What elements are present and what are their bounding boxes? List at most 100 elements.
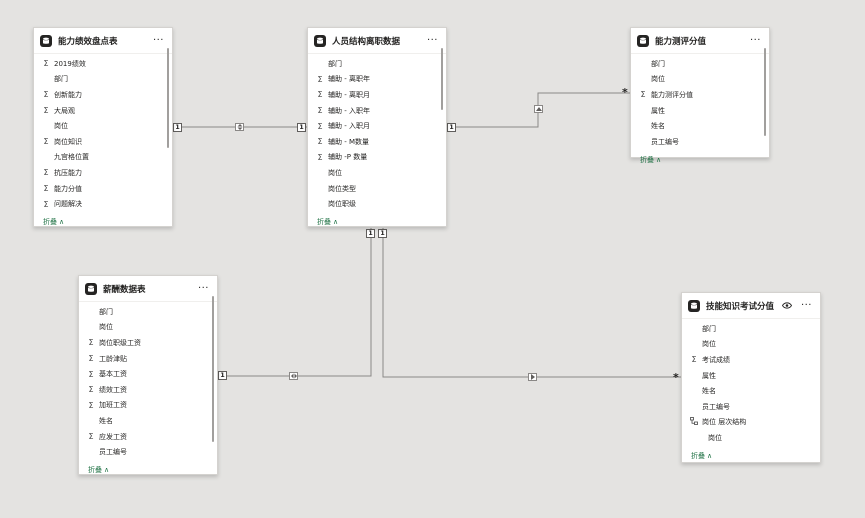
more-options-icon[interactable]: ··· [749,34,761,46]
field-row[interactable]: 岗位 [308,165,446,181]
table-header[interactable]: 薪酬数据表··· [79,276,217,302]
field-row[interactable]: 属性 [631,103,769,119]
field-row[interactable]: 员工编号 [631,134,769,150]
field-row[interactable]: 部门 [682,321,820,337]
table-header[interactable]: 能力绩效盘点表··· [34,28,172,54]
scrollbar[interactable] [764,48,766,136]
chevron-up-icon: ∧ [104,466,110,474]
field-name: 岗位 层次结构 [702,418,747,427]
collapse-button[interactable]: 折叠∧ [691,451,712,461]
field-row[interactable]: 岗位 [34,118,172,134]
cross-filter-both-icon[interactable] [235,123,244,131]
visibility-icon[interactable] [781,302,792,309]
cross-filter-both-icon[interactable] [289,372,298,380]
field-row[interactable]: 岗位职级 [308,196,446,212]
field-row[interactable]: Σ 基本工资 [79,366,217,382]
cross-filter-single-icon[interactable] [534,105,543,113]
sigma-icon: Σ [317,137,323,147]
field-name: 部门 [651,59,665,68]
field-row[interactable]: 部门 [631,56,769,72]
field-name: 绩效工资 [99,385,127,394]
relationship-line-3[interactable] [217,228,372,377]
chevron-up-icon: ∧ [333,218,339,226]
sigma-icon: Σ [640,90,646,100]
field-row[interactable]: 属性 [682,368,820,384]
sigma-icon: Σ [43,59,49,69]
sigma-icon: Σ [88,369,94,379]
field-name: 岗位 [54,122,68,131]
more-options-icon[interactable]: ··· [152,34,164,46]
field-row[interactable]: 岗位 [631,72,769,88]
field-row[interactable]: 员工编号 [682,399,820,415]
field-row[interactable]: 员工编号 [79,444,217,460]
table-header[interactable]: 能力测评分值··· [631,28,769,54]
scrollbar[interactable] [167,48,169,148]
field-row[interactable]: 姓名 [682,383,820,399]
field-name: 2019绩效 [54,59,86,68]
field-row[interactable]: 岗位 [682,337,820,353]
table-header[interactable]: 技能知识考试分值··· [682,293,820,319]
field-row[interactable]: 姓名 [631,118,769,134]
collapse-button[interactable]: 折叠∧ [640,155,661,165]
more-options-icon[interactable]: ··· [197,282,209,294]
field-row[interactable]: 部门 [79,304,217,320]
table-icon [688,299,700,312]
collapse-label: 折叠 [691,452,705,460]
field-name: 基本工资 [99,370,127,379]
field-name: 九宫格位置 [54,153,89,162]
hierarchy-icon [688,417,700,427]
field-row[interactable]: 岗位 [682,430,820,446]
field-row[interactable]: 部门 [308,56,446,72]
sigma-icon: Σ [43,106,49,116]
collapse-button[interactable]: 折叠∧ [43,217,64,227]
more-options-icon[interactable]: ··· [426,34,438,46]
scrollbar[interactable] [441,48,443,110]
collapse-button[interactable]: 折叠∧ [88,465,109,475]
more-options-icon[interactable]: ··· [800,299,812,311]
collapse-label: 折叠 [317,218,331,226]
field-row[interactable]: 姓名 [79,413,217,429]
cardinality-one: 1 [378,229,387,238]
field-row[interactable]: 岗位类型 [308,181,446,197]
cross-filter-single-icon[interactable] [528,373,537,381]
collapse-button[interactable]: 折叠∧ [317,217,338,227]
cardinality-one: 1 [366,229,375,238]
relationship-line-4[interactable] [382,228,682,378]
field-row[interactable]: Σ 2019绩效 [34,56,172,72]
sigma-icon: Σ [43,184,49,194]
field-row[interactable]: 九宫格位置 [34,150,172,166]
field-row[interactable]: 部门 [34,72,172,88]
table-header[interactable]: 人员结构离职数据··· [308,28,446,54]
field-row[interactable]: 岗位 [79,320,217,336]
field-row[interactable]: 岗位 层次结构 [682,415,820,431]
scrollbar[interactable] [212,296,214,442]
